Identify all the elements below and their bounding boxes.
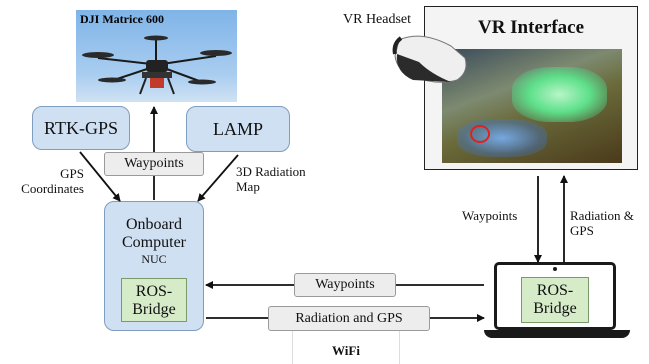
onboard-ros-label-1: ROS- bbox=[135, 283, 173, 300]
drone-title: DJI Matrice 600 bbox=[80, 12, 164, 26]
onboard-computer-node: Onboard Computer NUC ROS- Bridge bbox=[104, 201, 204, 331]
gps-label-2: Coordinates bbox=[21, 181, 84, 196]
radiation-gps-vr-label: Radiation & GPS bbox=[570, 208, 634, 238]
vr-interface-title: VR Interface bbox=[477, 17, 585, 38]
onboard-nuc-label: NUC bbox=[141, 252, 167, 266]
vr-headset-icon bbox=[392, 35, 467, 83]
waypoints-bottom-text: Waypoints bbox=[315, 277, 375, 292]
drone-marker-icon bbox=[470, 125, 490, 143]
wifi-region: WiFi bbox=[292, 331, 400, 364]
rtk-gps-label: RTK-GPS bbox=[44, 117, 118, 138]
vr-headset-label: VR Headset bbox=[343, 12, 412, 27]
radmap-label-1: 3D Radiation bbox=[236, 164, 306, 179]
radiation-cloud bbox=[512, 67, 607, 122]
arrow-lamp-to-onboard bbox=[197, 154, 239, 202]
rtk-gps-node: RTK-GPS bbox=[32, 106, 130, 150]
arrow-rtk-to-onboard bbox=[79, 151, 121, 202]
onboard-ros-label-2: Bridge bbox=[132, 301, 176, 318]
radmap-label-2: Map bbox=[236, 179, 260, 194]
onboard-label-1: Onboard bbox=[126, 216, 182, 233]
waypoints-bottom-label: Waypoints bbox=[294, 273, 396, 297]
onboard-ros-bridge: ROS- Bridge bbox=[121, 278, 187, 322]
laptop-ros-bridge: ROS- Bridge bbox=[521, 277, 589, 323]
radiation-vr-label-2: GPS bbox=[570, 223, 594, 238]
waypoints-top-text: Waypoints bbox=[124, 156, 184, 171]
drone-photo: DJI Matrice 600 bbox=[76, 10, 237, 102]
laptop-ros-label-1: ROS- bbox=[536, 282, 574, 299]
wifi-label: WiFi bbox=[332, 343, 360, 358]
lamp-label: LAMP bbox=[212, 118, 263, 139]
vr-interface-panel: VR Interface bbox=[424, 6, 638, 170]
laptop-base bbox=[484, 330, 630, 338]
gps-coordinates-label: GPS Coordinates bbox=[8, 166, 84, 196]
waypoints-vr-label: Waypoints bbox=[462, 208, 518, 223]
radiation-gps-bottom-text: Radiation and GPS bbox=[295, 310, 403, 326]
radiation-vr-label-1: Radiation & bbox=[570, 208, 634, 223]
drone-icon bbox=[82, 35, 232, 95]
onboard-label-2: Computer bbox=[122, 234, 186, 251]
laptop-icon: ROS- Bridge bbox=[484, 262, 630, 342]
waypoints-top-label: Waypoints bbox=[104, 152, 204, 176]
laptop-camera bbox=[553, 267, 557, 271]
gps-label-1: GPS bbox=[60, 166, 84, 181]
vr-scene bbox=[442, 49, 622, 163]
radiation-map-label: 3D Radiation Map bbox=[236, 164, 306, 194]
laptop-screen: ROS- Bridge bbox=[494, 262, 616, 330]
lamp-node: LAMP bbox=[186, 106, 290, 152]
radiation-gps-bottom-label: Radiation and GPS bbox=[268, 306, 430, 331]
laptop-ros-label-2: Bridge bbox=[533, 300, 577, 317]
